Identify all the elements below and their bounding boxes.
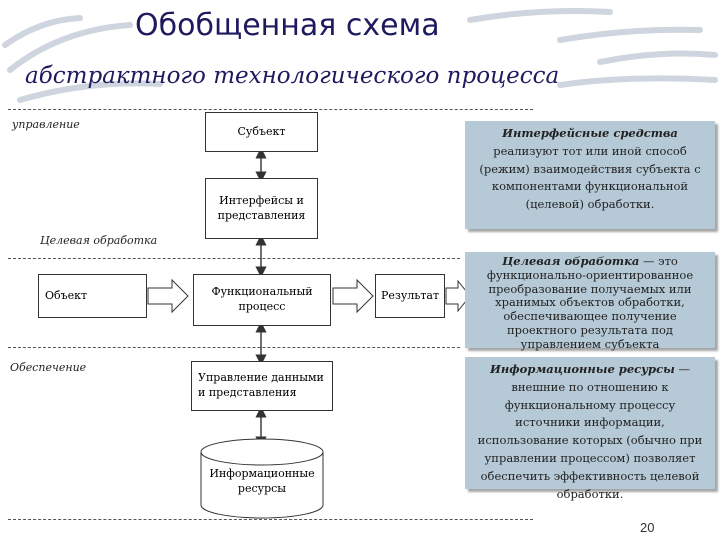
note-interface-term: Интерфейсные средства [502,126,678,140]
divider-target-top [8,258,460,259]
note-target-processing: Целевая обработка — это функционально-ор… [465,252,715,351]
note-interface-means: Интерфейсные средства реализуют тот или … [465,121,715,229]
info-resources-cylinder [200,438,324,519]
note-info-resources: Информационные ресурсы — внешние по отно… [465,357,715,501]
note-info-term: Информационные ресурсы [490,362,675,376]
note-target-term: Целевая обработка [502,254,640,268]
label-obespechenie: Обеспечение [6,359,91,376]
info-resources-label: Информационные ресурсы [209,467,315,495]
box-result: Результат [375,274,445,318]
divider-top [8,109,533,110]
divider-bottom [8,519,533,520]
box-data-management: Управление данными и представления [191,361,333,411]
label-target-processing: Целевая обработка [36,232,162,249]
page-number: 20 [640,520,655,535]
box-object: Объект [38,274,147,318]
page-subtitle: абстрактного технологического процесса [25,63,560,89]
background-decoration [2,8,718,103]
note-interface-text: реализуют тот или иной способ (режим) вз… [479,143,701,212]
page-title: Обобщенная схема [135,8,440,43]
note-target-text: — это функционально-ориентированное прео… [486,254,694,351]
divider-target-bottom [8,347,460,348]
box-interfaces: Интерфейсы и представления [205,178,318,239]
label-upravlenie: управление [8,116,84,133]
block-arrow-result-note [445,279,471,313]
block-arrow-object-functional [147,278,189,314]
box-functional: Функциональный процесс [193,274,331,326]
note-info-text: — внешние по отношению к функциональному… [477,362,703,501]
block-arrow-functional-result [332,278,374,314]
box-subject: Субъект [205,112,318,152]
